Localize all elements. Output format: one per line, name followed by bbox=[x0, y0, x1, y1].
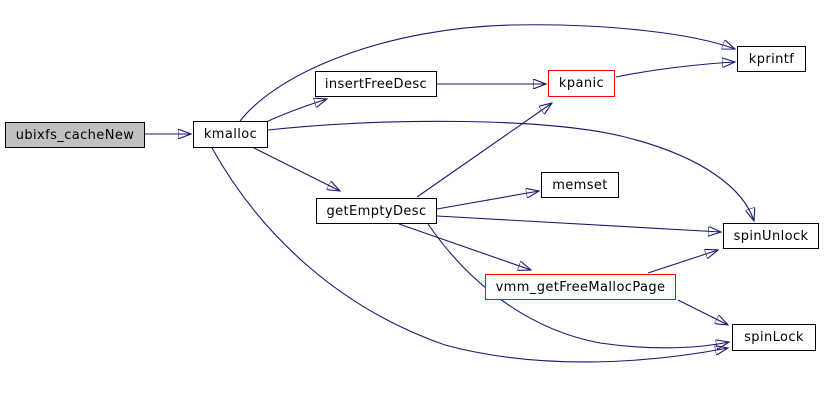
node-insertfreedesc[interactable]: insertFreeDesc bbox=[315, 71, 437, 97]
edge-kpanic-kprintf bbox=[615, 62, 735, 78]
node-kmalloc[interactable]: kmalloc bbox=[193, 121, 268, 148]
edge-getEmptyDesc-memset bbox=[436, 191, 539, 210]
node-ubixfs-cachenew: ubixfs_cacheNew bbox=[5, 122, 145, 148]
node-kprintf-label: kprintf bbox=[748, 51, 795, 67]
node-getemptydesc[interactable]: getEmptyDesc bbox=[316, 198, 437, 224]
node-insertfreedesc-label: insertFreeDesc bbox=[324, 76, 428, 92]
node-vmm-getfreemallocpage[interactable]: vmm_getFreeMallocPage bbox=[485, 274, 676, 300]
edge-kmalloc-spinUnlock bbox=[267, 120, 754, 221]
node-spinlock[interactable]: spinLock bbox=[732, 324, 816, 351]
node-ubixfs-cachenew-label: ubixfs_cacheNew bbox=[15, 127, 135, 143]
node-spinunlock[interactable]: spinUnlock bbox=[723, 223, 819, 249]
edge-getEmptyDesc-spinLock bbox=[427, 223, 729, 348]
edge-vmm_getFreeMallocPage-spinLock bbox=[677, 299, 728, 325]
edge-kmalloc-spinLock bbox=[211, 147, 728, 363]
node-memset[interactable]: memset bbox=[541, 172, 619, 198]
node-spinlock-label: spinLock bbox=[744, 330, 804, 345]
edge-getEmptyDesc-kpanic bbox=[416, 103, 552, 198]
node-vmm-getfreemallocpage-label: vmm_getFreeMallocPage bbox=[495, 279, 666, 295]
node-kmalloc-label: kmalloc bbox=[203, 127, 258, 142]
edge-kmalloc-kprintf bbox=[239, 24, 735, 122]
node-kpanic-label: kpanic bbox=[558, 76, 605, 91]
node-kprintf[interactable]: kprintf bbox=[737, 46, 806, 72]
edge-getEmptyDesc-spinUnlock bbox=[436, 215, 721, 232]
edge-vmm_getFreeMallocPage-spinUnlock bbox=[647, 250, 718, 274]
edge-kmalloc-insertFreeDesc bbox=[265, 99, 327, 123]
edge-kmalloc-getEmptyDesc bbox=[253, 147, 340, 191]
node-getemptydesc-label: getEmptyDesc bbox=[326, 203, 427, 219]
edge-getEmptyDesc-vmm_getFreeMallocPage bbox=[398, 223, 531, 270]
node-memset-label: memset bbox=[552, 177, 608, 193]
node-spinunlock-label: spinUnlock bbox=[733, 228, 809, 244]
node-kpanic[interactable]: kpanic bbox=[548, 70, 615, 97]
